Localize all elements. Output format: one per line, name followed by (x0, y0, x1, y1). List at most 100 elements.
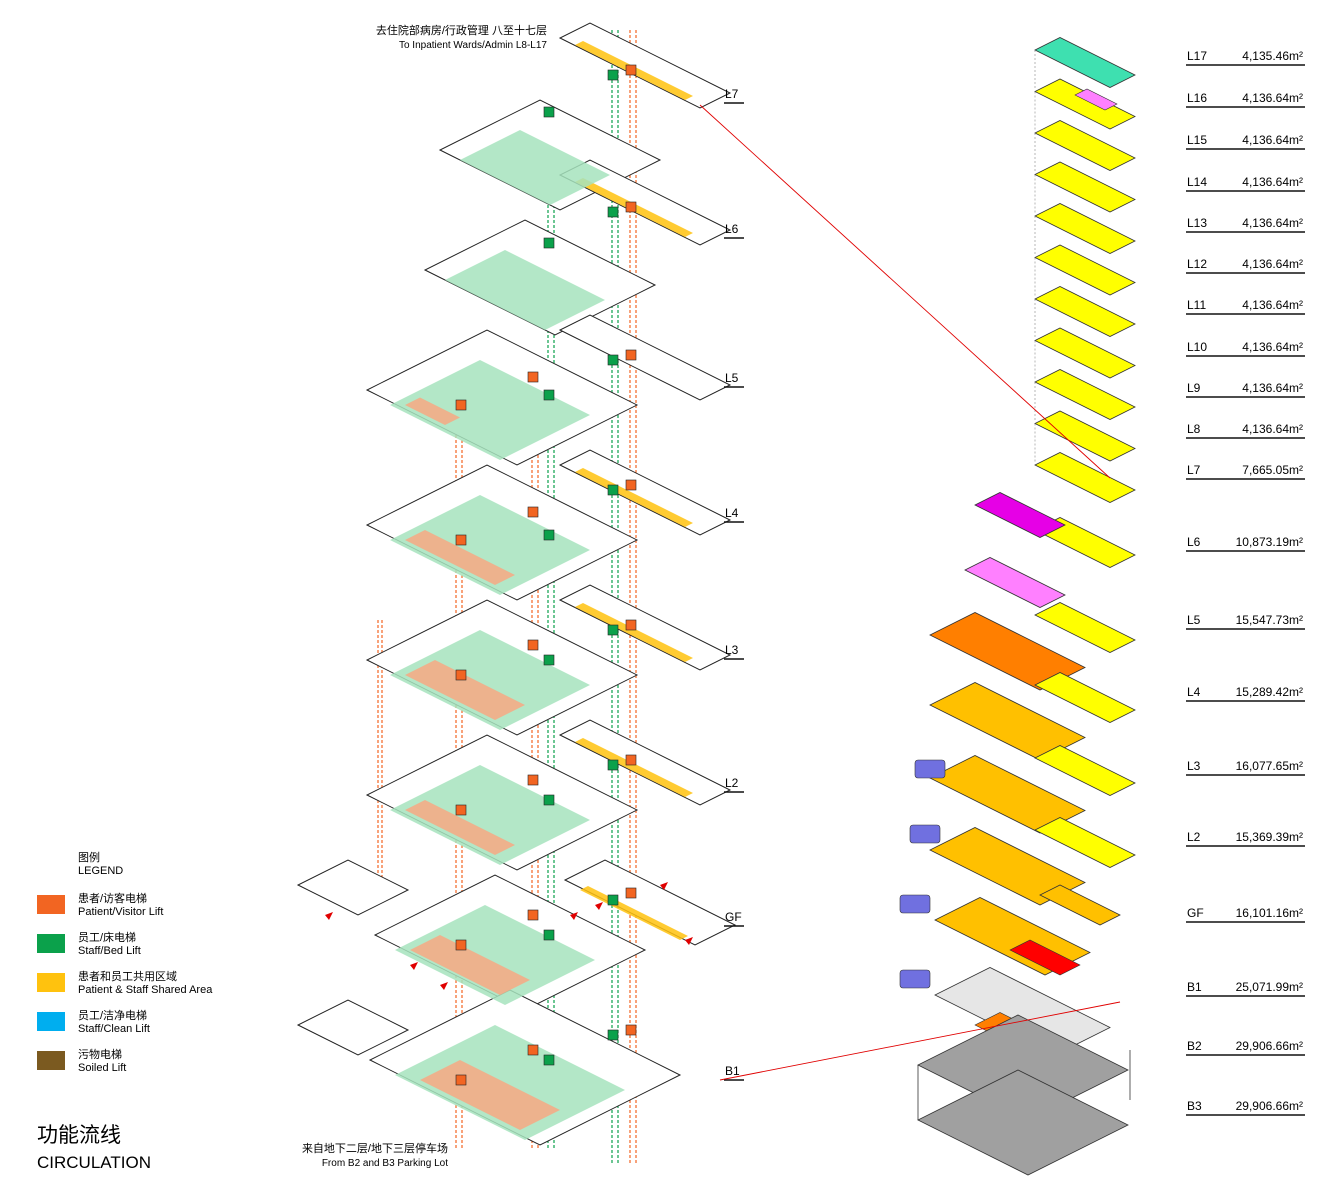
circulation-zone (405, 397, 460, 425)
plate-l3-wing (558, 584, 732, 671)
area-level-label: L12 (1187, 257, 1207, 271)
area-level-label: B3 (1187, 1099, 1202, 1113)
tower-slab (1034, 817, 1136, 868)
legend-label-cn: 患者和员工共用区域 (78, 970, 177, 983)
circulation-zone (580, 886, 688, 940)
lift-marker (543, 389, 555, 401)
bottom-note-en: From B2 and B3 Parking Lot (322, 1158, 448, 1169)
legend-label-cn: 员工/洁净电梯 (78, 1008, 147, 1022)
lift-marker (543, 529, 555, 541)
lift-marker (455, 399, 467, 411)
lift-marker (625, 349, 637, 361)
legend-swatch (37, 973, 65, 992)
area-value: 16,077.65m² (1236, 759, 1303, 773)
plate-l2-wing (558, 719, 732, 806)
legend-swatch (37, 1012, 65, 1031)
area-value: 4,136.64m² (1242, 340, 1303, 354)
legend-label-en: Patient/Visitor Lift (78, 906, 163, 918)
lift-marker (527, 909, 539, 921)
lift-marker (607, 894, 619, 906)
area-value: 29,906.66m² (1236, 1099, 1303, 1113)
lift-markers (325, 64, 693, 1086)
legend-swatch (37, 895, 65, 914)
tower-slab (1034, 244, 1136, 296)
area-level-label: L4 (1187, 685, 1201, 699)
plate-b1-annex (296, 999, 410, 1056)
lift-marker (607, 759, 619, 771)
area-level-label: L7 (1187, 463, 1201, 477)
plate-l7-wing (558, 22, 732, 109)
area-level-label: L6 (1187, 535, 1201, 549)
area-level-label: L17 (1187, 49, 1207, 63)
legend-title-en: LEGEND (78, 865, 123, 877)
lift-marker (527, 639, 539, 651)
lift-marker (625, 754, 637, 766)
tower-slab-accent (1074, 88, 1118, 111)
area-value: 29,906.66m² (1236, 1039, 1303, 1053)
circulation-zone (575, 468, 693, 527)
podium-slab (929, 682, 1086, 761)
circulation-zone (575, 738, 693, 797)
entry-arrow (570, 912, 578, 920)
circulation-zone (390, 360, 590, 460)
area-value: 4,136.64m² (1242, 175, 1303, 189)
entry-arrow (440, 982, 448, 990)
podium-slab (929, 755, 1086, 834)
area-level-label: L5 (1187, 613, 1201, 627)
lift-marker (607, 354, 619, 366)
circulation-zone (460, 130, 610, 205)
circulation-zone (390, 495, 590, 595)
stacking-tower (899, 37, 1136, 1176)
lift-marker (527, 1044, 539, 1056)
lift-marker (607, 69, 619, 81)
connector-lines (699, 104, 1121, 1081)
area-value: 4,136.64m² (1242, 381, 1303, 395)
tower-slab (1034, 745, 1136, 796)
top-note-cn: 去住院部病房/行政管理 八至十七层 (376, 23, 547, 37)
tower-slab (1039, 884, 1121, 926)
annex-pod (899, 894, 931, 914)
area-value: 4,136.64m² (1242, 133, 1303, 147)
entry-arrow (410, 962, 418, 970)
floor-label: L7 (725, 87, 739, 101)
lift-marker (625, 1024, 637, 1036)
circulation-zone (405, 800, 515, 855)
connector-l7 (699, 104, 1111, 479)
legend-title-cn: 图例 (78, 850, 100, 864)
floor-label: L4 (725, 506, 739, 520)
circulation-zone (445, 250, 605, 330)
legend-label-en: Soiled Lift (78, 1062, 126, 1074)
basement-slab (917, 1069, 1129, 1176)
tower-slab (1034, 161, 1136, 213)
floor-label: L6 (725, 222, 739, 236)
lift-marker (527, 371, 539, 383)
area-value: 4,136.64m² (1242, 257, 1303, 271)
area-value: 4,136.64m² (1242, 298, 1303, 312)
lift-marker (607, 206, 619, 218)
podium-slab (964, 557, 1066, 608)
floor-label: L2 (725, 776, 739, 790)
lift-marker (607, 624, 619, 636)
circulation-zone (405, 530, 515, 585)
area-value: 15,289.42m² (1236, 685, 1303, 699)
legend-label-cn: 患者/访客电梯 (78, 891, 147, 905)
circulation-zone (395, 1025, 625, 1140)
area-value: 4,136.64m² (1242, 216, 1303, 230)
lift-marker (607, 484, 619, 496)
circulation-zone (405, 660, 525, 720)
lift-marker (455, 534, 467, 546)
lift-marker (625, 619, 637, 631)
area-value: 4,136.64m² (1242, 422, 1303, 436)
tower-slab (1034, 602, 1136, 653)
lift-marker (625, 887, 637, 899)
floor-label: L3 (725, 643, 739, 657)
entry-arrow (685, 937, 693, 945)
lift-marker (455, 939, 467, 951)
area-value: 7,665.05m² (1242, 463, 1303, 477)
floor-label: B1 (725, 1064, 740, 1078)
plate-l5-wing (558, 314, 732, 401)
lift-marker (625, 479, 637, 491)
